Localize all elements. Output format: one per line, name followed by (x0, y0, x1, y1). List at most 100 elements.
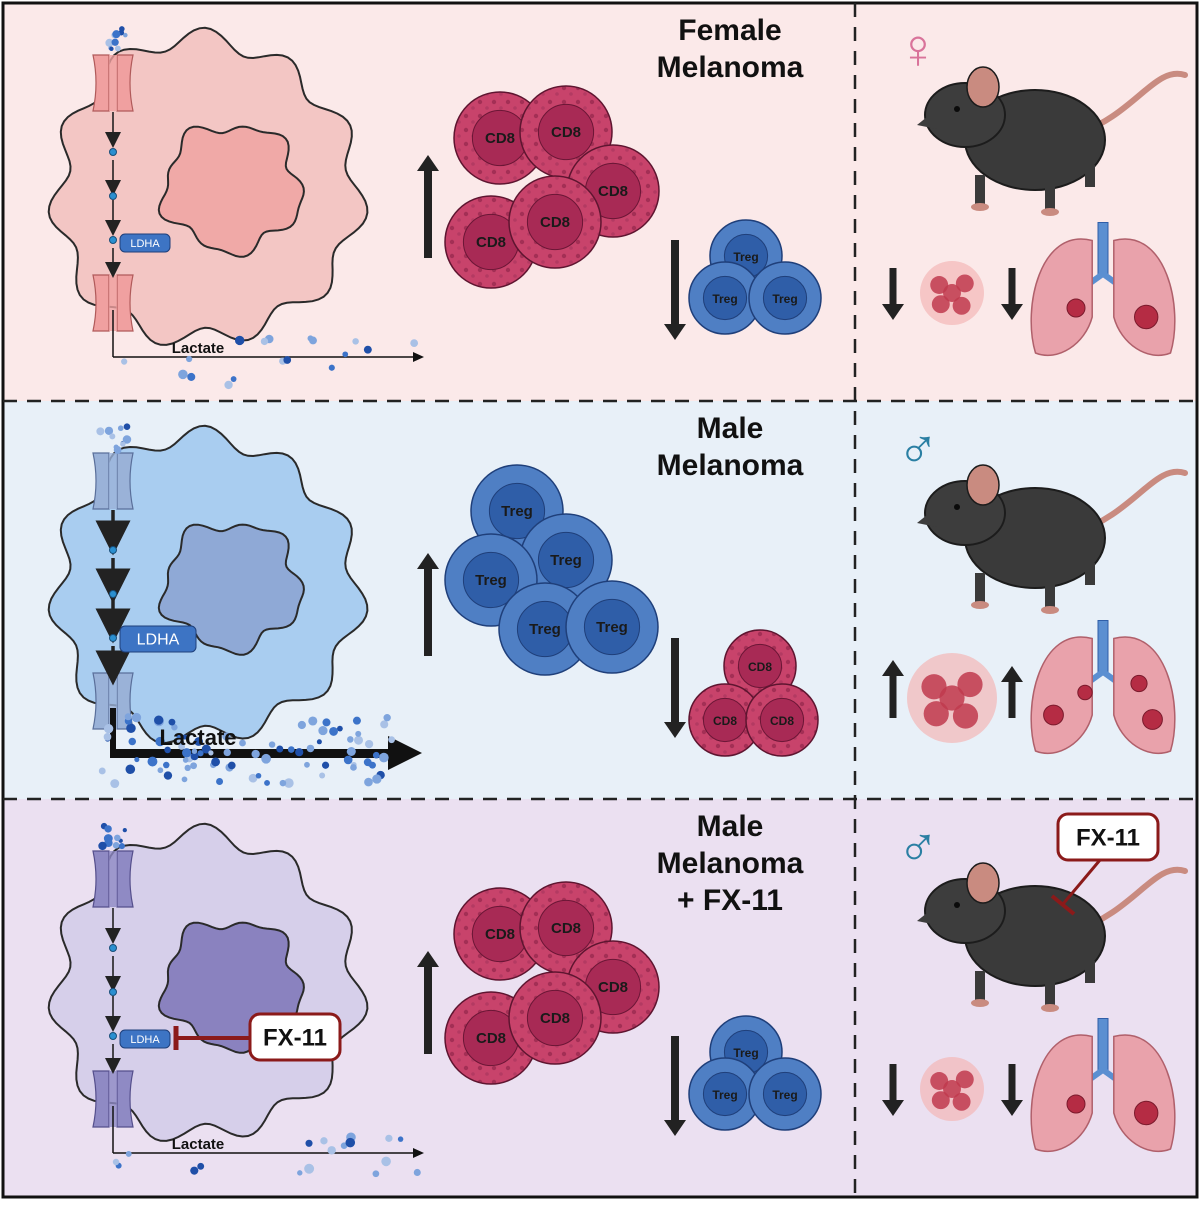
fx11-box-cell: FX-11 (248, 1012, 342, 1062)
cell-label: Treg (733, 1046, 758, 1060)
cell-label: CD8 (713, 714, 737, 728)
cell-label: CD8 (540, 1010, 570, 1027)
panel-title-line: Female (678, 14, 781, 47)
lactate-efflux-arrow (112, 1106, 424, 1158)
metabolite-dot (109, 634, 117, 642)
tumor-cell-nucleus (157, 125, 305, 258)
metabolite-dot (109, 1032, 117, 1040)
lactate-dots (96, 423, 132, 454)
panels.2.bottom_cells-treg-cell: Treg (748, 1057, 822, 1131)
tumor-size-arrow (882, 268, 904, 320)
panels.1.top_cells-treg-cell: Treg (565, 580, 659, 674)
tumor-cell-nucleus (157, 523, 305, 656)
ldha-badge: LDHA (119, 1029, 171, 1049)
panels.1.top_cells-treg-cell: Treg (444, 533, 538, 627)
tumor-icon (907, 653, 997, 743)
fx11-label: FX-11 (263, 1024, 327, 1051)
panel-title-line: Male (697, 810, 764, 843)
lactate-transporter (92, 1070, 134, 1128)
panels.0.bottom_cells-treg-cell: Treg (748, 261, 822, 335)
panels.2.bottom_cells-treg-cell: Treg (688, 1057, 762, 1131)
cell-label: Treg (772, 292, 797, 306)
metabolite-dot (109, 590, 117, 598)
ldha-label: LDHA (130, 238, 160, 250)
lactate-dots (98, 712, 395, 789)
metabolite-dot (109, 236, 117, 244)
cell-label: Treg (475, 572, 507, 589)
cell-label: Treg (501, 503, 533, 520)
mouse-icon (917, 66, 1188, 216)
lactate-dots (98, 822, 127, 851)
ldha-label: LDHA (137, 632, 180, 649)
metabolite-dot (109, 192, 117, 200)
panel-title-line: Melanoma (657, 847, 804, 880)
cell-label: CD8 (551, 124, 581, 141)
panel-title-line: Melanoma (657, 51, 804, 84)
increase-arrow-top-cells (417, 553, 439, 656)
lactate-dots (112, 1132, 421, 1178)
panels.2.top_cells-cd8-cell: CD8 (444, 991, 538, 1085)
tumor-icon (920, 1057, 984, 1121)
metabolite-dot (109, 148, 117, 156)
tumor-icon (920, 261, 984, 325)
metastasis-arrow (1001, 666, 1023, 718)
ldha-label: LDHA (130, 1034, 160, 1046)
fx11-label: FX-11 (1076, 824, 1140, 851)
male-symbol-icon: ♂ (897, 813, 939, 876)
mouse-inhibition-line (1061, 859, 1102, 905)
cell-label: CD8 (476, 1030, 506, 1047)
mouse-inhibition-bar (1050, 894, 1076, 916)
glucose-transporter (92, 54, 134, 112)
cell-label: Treg (550, 552, 582, 569)
lactate-dots (121, 334, 419, 390)
decrease-arrow-bottom-cells (664, 638, 686, 738)
cell-label: CD8 (540, 214, 570, 231)
panel-title-line: Male (697, 412, 764, 445)
panels.0.top_cells-cd8-cell: CD8 (508, 175, 602, 269)
cell-label: CD8 (770, 714, 794, 728)
increase-arrow-top-cells (417, 155, 439, 258)
decrease-arrow-bottom-cells (664, 240, 686, 340)
metabolite-dot (109, 944, 117, 952)
metastasis-arrow (1001, 1064, 1023, 1116)
cell-label: CD8 (598, 183, 628, 200)
male-symbol-icon: ♂ (897, 415, 939, 478)
lactate-label: Lactate (159, 725, 236, 750)
cell-label: Treg (596, 619, 628, 636)
panels.1.bottom_cells-cd8-cell: CD8 (688, 683, 762, 757)
panels.1.bottom_cells-cd8-cell: CD8 (745, 683, 819, 757)
cell-label: Treg (712, 292, 737, 306)
female-symbol-icon: ♀ (897, 17, 939, 80)
cell-label: CD8 (476, 234, 506, 251)
ldha-badge: LDHA (119, 233, 171, 253)
cell-label: Treg (772, 1088, 797, 1102)
cell-label: CD8 (485, 130, 515, 147)
lactate-label: Lactate (172, 340, 225, 357)
lactate-transporter (92, 672, 134, 730)
cell-label: CD8 (485, 926, 515, 943)
panels.0.bottom_cells-treg-cell: Treg (688, 261, 762, 335)
glucose-transporter (92, 850, 134, 908)
ldha-badge: LDHA (119, 625, 197, 653)
fx11-box-mouse: FX-11 (1056, 812, 1160, 862)
cell-label: Treg (529, 621, 561, 638)
glucose-transporter (92, 452, 134, 510)
cell-label: CD8 (748, 660, 772, 674)
lungs-icon (1030, 620, 1176, 755)
cell-label: CD8 (551, 920, 581, 937)
panel-title-line: Melanoma (657, 449, 804, 482)
lactate-efflux-arrow (110, 708, 422, 770)
lactate-dots (105, 26, 128, 52)
decrease-arrow-bottom-cells (664, 1036, 686, 1136)
mouse-icon (917, 464, 1188, 614)
cell-label: Treg (733, 250, 758, 264)
cell-label: Treg (712, 1088, 737, 1102)
metastasis-arrow (1001, 268, 1023, 320)
